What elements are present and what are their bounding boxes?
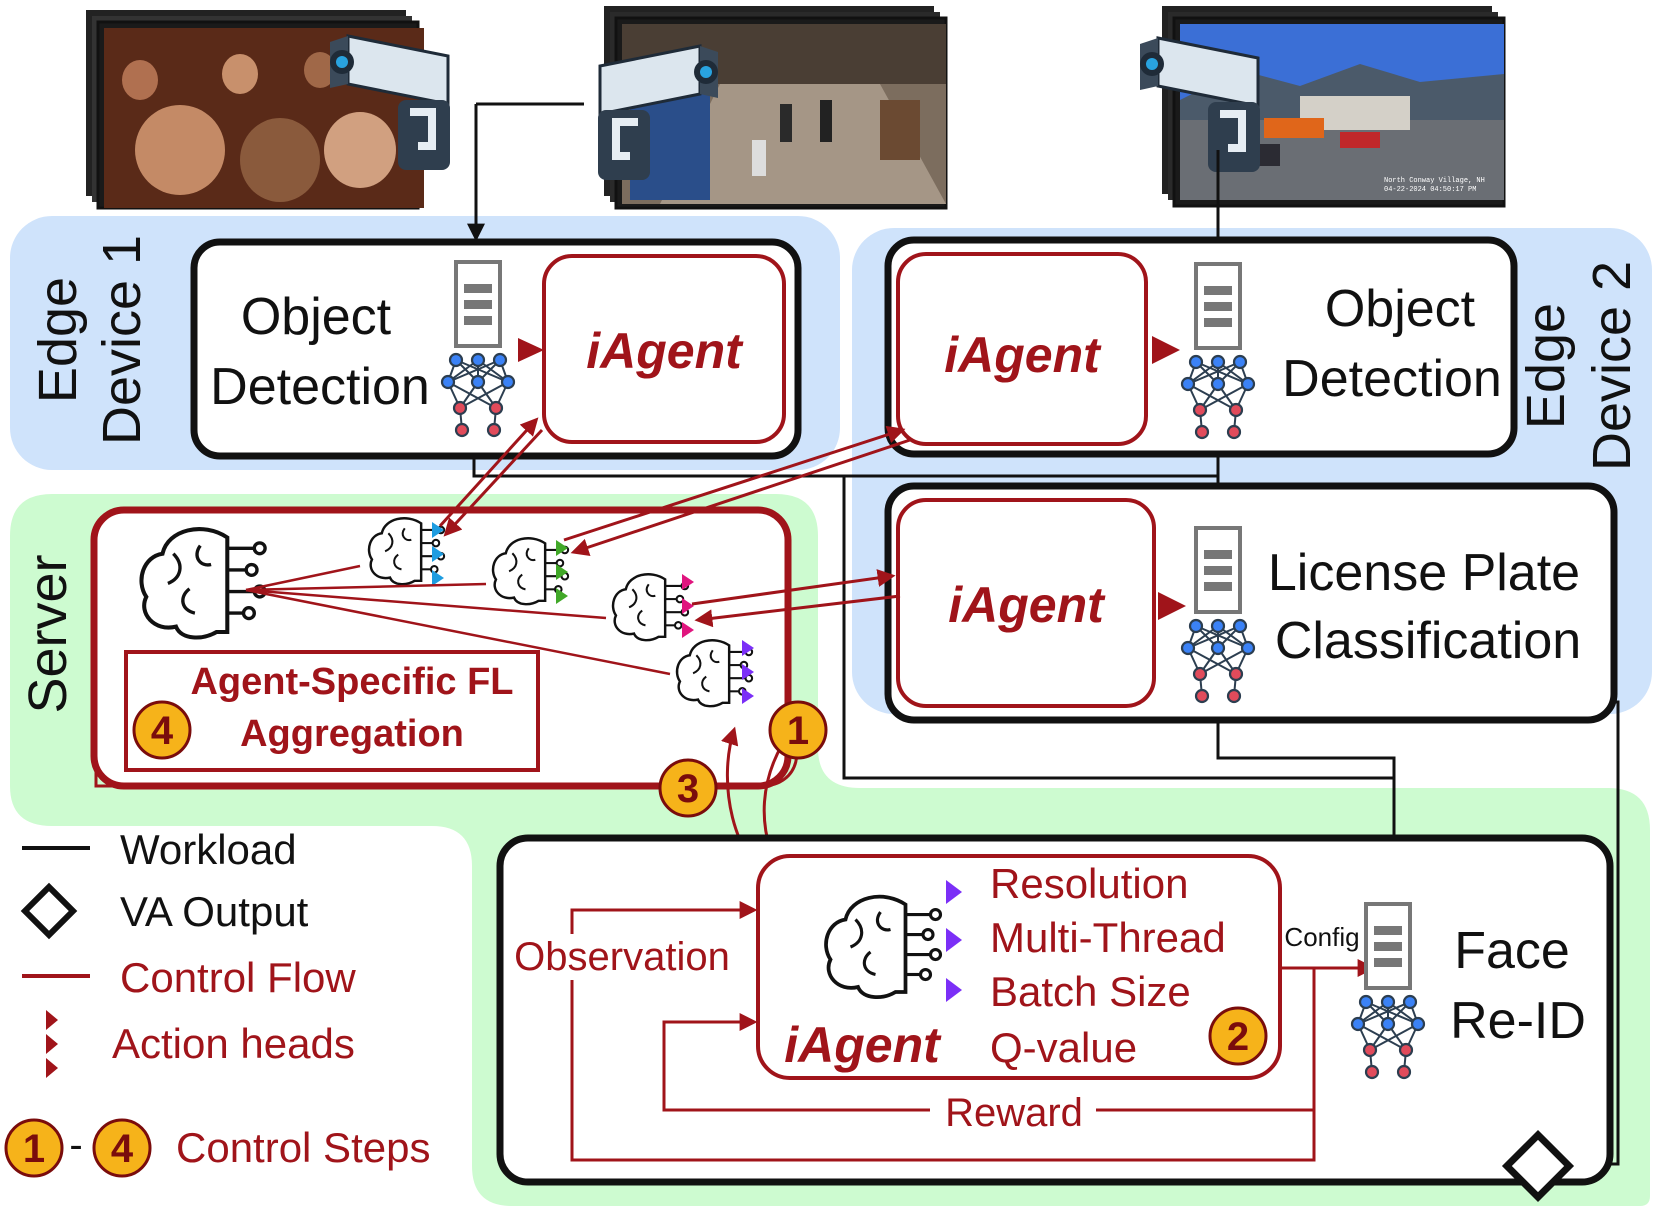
reward-label-bg bbox=[930, 1090, 1096, 1136]
ed2-task2-agent-box[interactable] bbox=[896, 498, 1156, 708]
ed1-agent-arrow bbox=[518, 338, 544, 362]
camera-feed-2 bbox=[604, 6, 948, 210]
legend-step-badge-1: 1 bbox=[4, 1118, 64, 1178]
legend-control-steps-label: Control Steps bbox=[176, 1124, 430, 1171]
action-heads-pink bbox=[682, 574, 694, 638]
legend: Workload VA Output Control Flow Action h… bbox=[4, 826, 430, 1178]
ed1-agent-label: iAgent bbox=[586, 323, 744, 379]
action-resolution: Resolution bbox=[990, 860, 1188, 907]
aggregation-box bbox=[124, 650, 540, 772]
ed2-task1-agent-label: iAgent bbox=[944, 327, 1102, 383]
camera-overlay-line2: 04-22-2024 04:50:17 PM bbox=[1384, 186, 1476, 194]
legend-action-heads-label: Action heads bbox=[112, 1020, 355, 1067]
svg-text:4: 4 bbox=[111, 1127, 134, 1171]
svg-text:2: 2 bbox=[1227, 1015, 1249, 1059]
config-label: Config bbox=[1284, 922, 1359, 952]
ed2-task2-agent-arrow bbox=[1158, 592, 1186, 620]
svg-text:1: 1 bbox=[787, 709, 809, 753]
action-batch-size: Batch Size bbox=[990, 968, 1191, 1015]
face-reid-line2: Re-ID bbox=[1450, 992, 1586, 1050]
svg-text:1: 1 bbox=[23, 1127, 45, 1171]
ed1-task-line2: Detection bbox=[210, 358, 430, 416]
legend-va-output-label: VA Output bbox=[120, 888, 309, 935]
ed2-task1-agent-box[interactable] bbox=[896, 252, 1148, 446]
ed2-task2-line2: Classification bbox=[1275, 612, 1581, 670]
action-multi-thread: Multi-Thread bbox=[990, 914, 1226, 961]
ed1-task-line1: Object bbox=[241, 288, 392, 346]
ed2-task1-line2: Detection bbox=[1282, 350, 1502, 408]
step-badge-2: 2 bbox=[1208, 1006, 1268, 1066]
step-badge-3: 3 bbox=[658, 758, 718, 818]
legend-steps-dash: - bbox=[69, 1123, 82, 1167]
face-reid-line1: Face bbox=[1454, 922, 1570, 980]
aggregation-line2: Aggregation bbox=[240, 713, 464, 755]
ed2-task2-agent-label: iAgent bbox=[948, 577, 1106, 633]
fl-distribution-lines bbox=[245, 564, 671, 676]
edge-device-1-label-line1: Edge bbox=[28, 277, 88, 403]
edge-device-2-label-line1: Edge bbox=[1516, 303, 1576, 429]
observation-label-bg bbox=[510, 934, 738, 980]
action-q-value: Q-value bbox=[990, 1024, 1137, 1071]
action-heads-purple bbox=[742, 640, 754, 704]
legend-workload-label: Workload bbox=[120, 826, 297, 873]
ed1-agent-box[interactable] bbox=[542, 254, 786, 444]
legend-control-flow-label: Control Flow bbox=[120, 954, 356, 1001]
observation-label: Observation bbox=[514, 935, 730, 979]
legend-step-badge-4: 4 bbox=[92, 1118, 152, 1178]
edge-device-1-label-line2: Device 1 bbox=[92, 235, 152, 445]
face-reid-agent-label: iAgent bbox=[784, 1017, 942, 1073]
va-output-diamond-icon bbox=[1501, 1129, 1575, 1203]
aggregation-line1: Agent-Specific FL bbox=[190, 661, 513, 703]
svg-text:3: 3 bbox=[677, 767, 699, 811]
ed2-task1-agent-arrow bbox=[1152, 336, 1180, 364]
reward-label: Reward bbox=[945, 1091, 1083, 1135]
legend-action-heads-icon bbox=[46, 1010, 58, 1078]
ed2-task2-line1: License Plate bbox=[1268, 544, 1580, 602]
edge-device-2-label-line2: Device 2 bbox=[1582, 261, 1642, 471]
legend-va-output-diamond-icon bbox=[20, 882, 78, 940]
action-heads-blue bbox=[432, 522, 444, 586]
server-label: Server bbox=[18, 554, 78, 713]
face-reid-action-heads bbox=[946, 880, 962, 1002]
ed2-task1-line1: Object bbox=[1325, 280, 1476, 338]
action-heads-green bbox=[556, 540, 568, 604]
step-badge-1: 1 bbox=[768, 700, 828, 760]
camera-overlay-line1: North Conway Village, NH bbox=[1384, 177, 1485, 185]
svg-text:4: 4 bbox=[151, 709, 174, 753]
step-badge-4: 4 bbox=[132, 700, 192, 760]
